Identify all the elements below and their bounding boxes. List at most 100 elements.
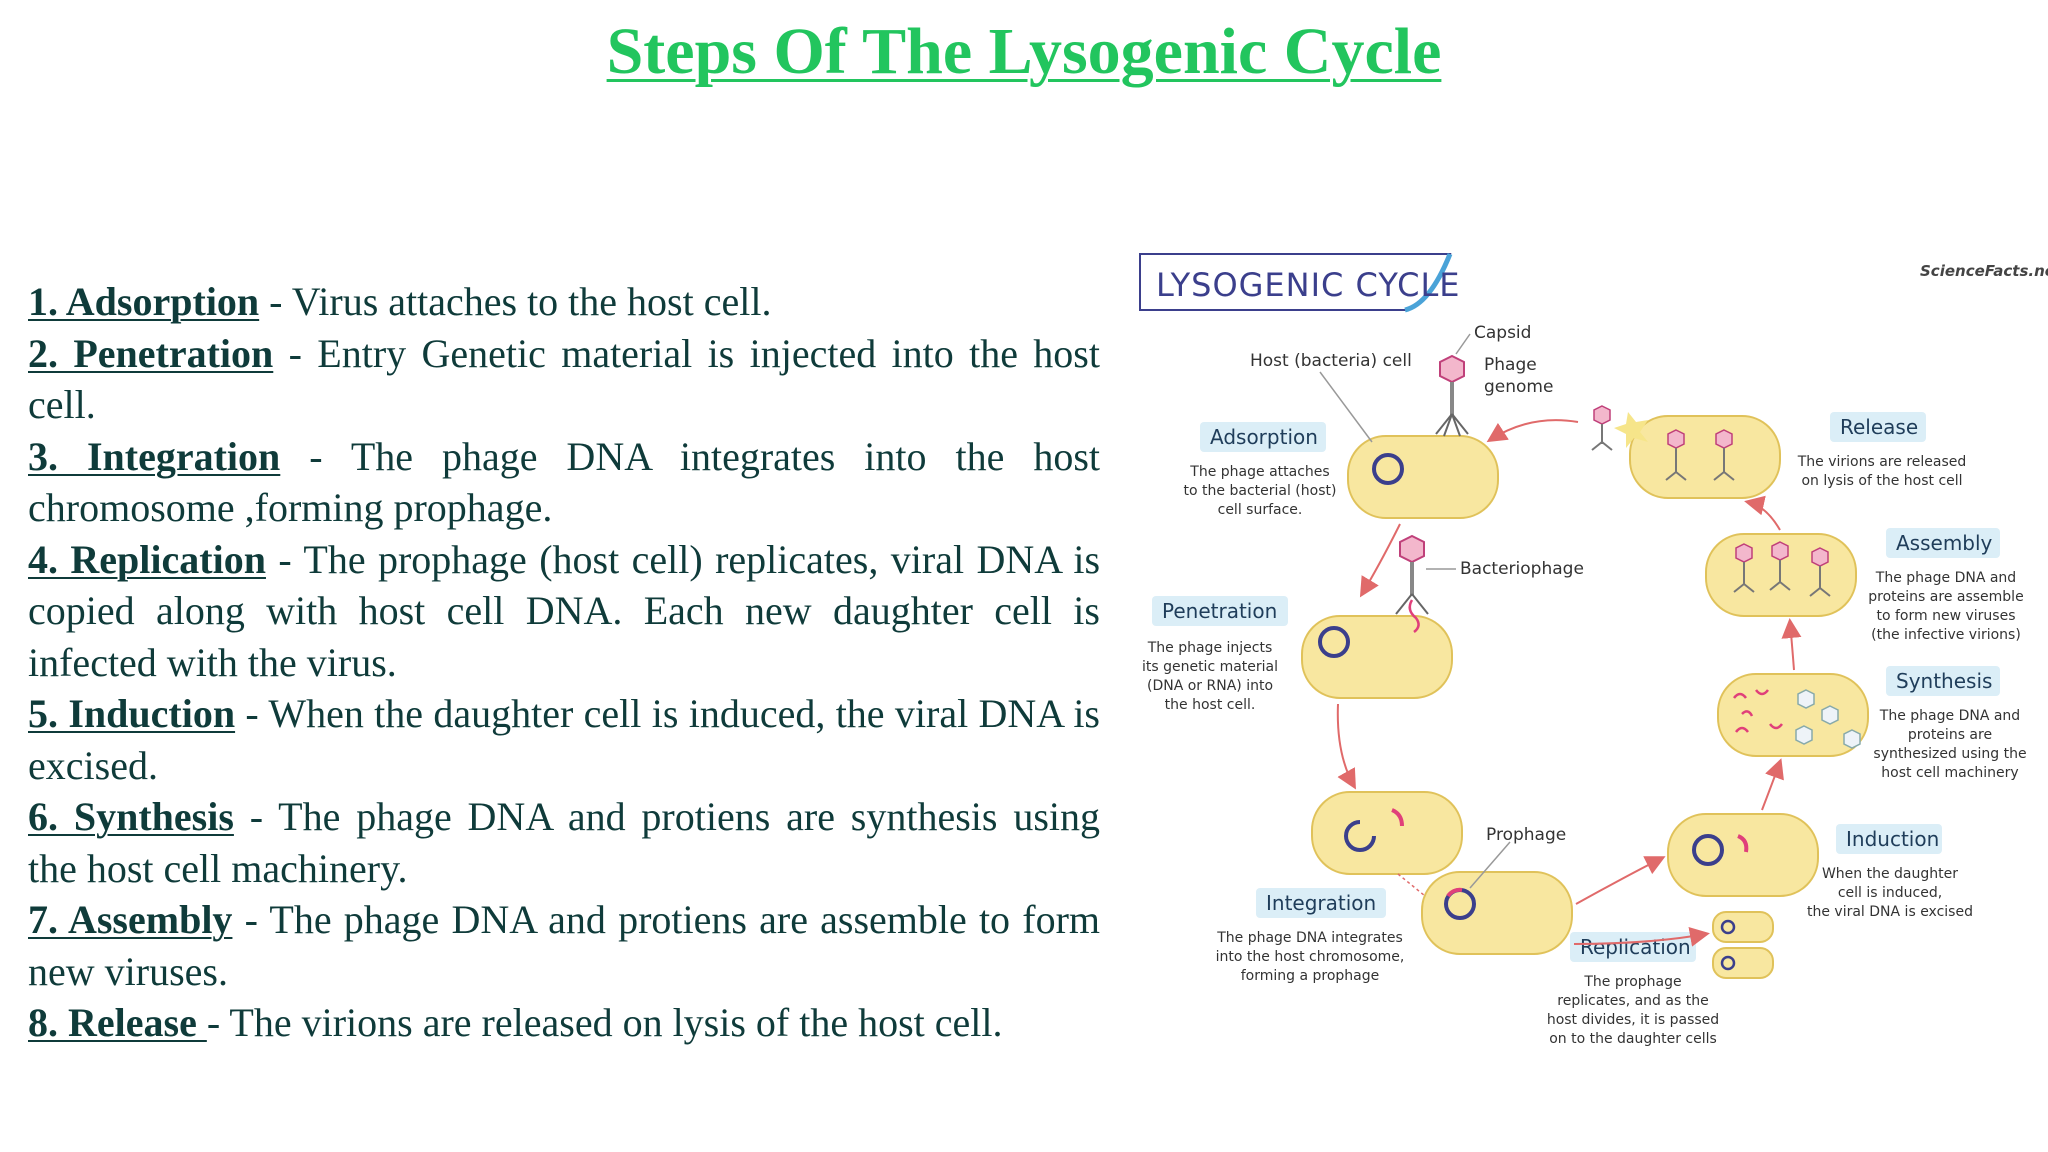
virion-icon	[1715, 429, 1733, 449]
capsid-protein-icon	[1797, 689, 1815, 709]
step-penetration: 2. Penetration - Entry Genetic material …	[28, 328, 1100, 431]
arrow-penetration-to-integration	[1336, 703, 1356, 790]
lysogenic-cycle-diagram: LYSOGENIC CYCLE ScienceFacts.net Capsid …	[1139, 253, 2048, 1047]
host-cell-label: Host (bacteria) cell	[1250, 351, 1412, 371]
step-text: - Entry Genetic material is injected int…	[28, 330, 1100, 428]
step-text: - Virus attaches to the host cell.	[259, 279, 772, 324]
arrow-release-to-adsorption	[1486, 419, 1579, 443]
step-text: - The virions are released on lysis of t…	[206, 1000, 1003, 1045]
diagram-title: LYSOGENIC CYCLE	[1156, 266, 1461, 304]
nucleoid-icon	[1720, 919, 1736, 935]
step-adsorption: 1. Adsorption - Virus attaches to the ho…	[28, 276, 1100, 328]
step-assembly: 7. Assembly - The phage DNA and protiens…	[28, 894, 1100, 997]
step-heading: 8. Release	[28, 1000, 207, 1045]
step-heading: 6. Synthesis	[28, 794, 234, 839]
bacteriophage-label: Bacteriophage	[1460, 559, 1584, 579]
penetration-cell	[1301, 615, 1453, 699]
nucleoid-icon	[1318, 626, 1350, 658]
capsid-label: Capsid	[1474, 323, 1531, 343]
step-text: - The phage DNA and protiens are assembl…	[28, 897, 1100, 994]
step-heading: 7. Assembly	[28, 897, 233, 942]
adsorption-cell	[1347, 435, 1499, 519]
lysis-burst-icon	[1614, 412, 1648, 448]
arrow-assembly-to-release	[1744, 495, 1781, 531]
nucleoid-icon	[1720, 955, 1736, 971]
released-virion-icon	[1593, 405, 1611, 425]
steps-list: 1. Adsorption - Virus attaches to the ho…	[28, 276, 1100, 1049]
dna-open-ring-icon	[1344, 820, 1376, 852]
viral-dna-icon	[1391, 808, 1404, 827]
step-heading: 4. Replication	[28, 536, 266, 582]
prophage-pointer	[1469, 841, 1511, 889]
penetration-title: Penetration	[1162, 599, 1277, 623]
adsorption-title: Adsorption	[1210, 425, 1318, 449]
release-cell	[1629, 415, 1781, 499]
assembly-badge	[1886, 528, 2000, 558]
integration-badge	[1256, 888, 1386, 918]
assembled-phage-icon	[1811, 547, 1829, 567]
capsid-protein-icon	[1843, 729, 1861, 749]
slide-title: Steps Of The Lysogenic Cycle	[606, 15, 1442, 88]
arrow-synthesis-to-assembly	[1781, 618, 1802, 671]
diagram-title-accent	[1404, 253, 1453, 313]
synthesis-title: Synthesis	[1896, 669, 1992, 693]
step-text: - The phage DNA and protiens are synthes…	[28, 794, 1100, 891]
step-text: - The phage DNA integrates into the host…	[28, 433, 1100, 531]
assembled-phage-icon	[1771, 541, 1789, 561]
capsid-protein-icon	[1821, 705, 1839, 725]
step-heading: 1. Adsorption	[28, 279, 260, 324]
induction-cell	[1667, 813, 1819, 897]
step-synthesis: 6. Synthesis - The phage DNA and protien…	[28, 791, 1100, 894]
arrow-integration-to-replication	[1573, 926, 1710, 947]
step-induction: 5. Induction - When the daughter cell is…	[28, 688, 1100, 791]
step-heading: 3. Integration	[28, 433, 281, 479]
prophage-label: Prophage	[1486, 825, 1566, 845]
virion-icon	[1667, 429, 1685, 449]
virion-tails-icon	[1665, 448, 1735, 481]
integration-dotted-link	[1397, 873, 1431, 901]
daughter-cell-1	[1712, 911, 1774, 943]
nucleoid-icon	[1692, 834, 1724, 866]
viral-dna-fragment-icon	[1733, 689, 1783, 733]
step-replication: 4. Replication - The prophage (host cell…	[28, 534, 1100, 689]
step-release: 8. Release - The virions are released on…	[28, 997, 1100, 1049]
phage-legs-icon	[1395, 593, 1429, 615]
arrow-integration-to-induction	[1575, 856, 1666, 905]
synthesis-badge	[1886, 666, 2000, 696]
released-virion-tail-icon	[1591, 424, 1613, 451]
assembled-phage-icon	[1735, 543, 1753, 563]
step-text: - The prophage (host cell) replicates, v…	[28, 536, 1101, 685]
brand-logo: ScienceFacts.net	[1920, 262, 2048, 280]
capsid-pointer	[1455, 333, 1471, 355]
integration-cell-a	[1311, 791, 1463, 875]
arrow-induction-to-synthesis	[1761, 758, 1784, 811]
phage-head-icon	[1439, 354, 1465, 384]
penetration-badge	[1152, 596, 1288, 626]
assembly-title: Assembly	[1896, 531, 1993, 555]
adsorption-badge	[1200, 422, 1326, 452]
step-text: - When the daughter cell is induced, the…	[28, 691, 1100, 788]
prophage-segment-icon	[1446, 887, 1463, 898]
release-title: Release	[1840, 415, 1918, 439]
injected-dna-icon	[1408, 599, 1420, 633]
step-integration: 3. Integration - The phage DNA integrate…	[28, 431, 1100, 534]
release-badge	[1830, 412, 1926, 442]
phage-tails-icon	[1733, 560, 1831, 597]
step-heading: 5. Induction	[28, 691, 236, 736]
excised-dna-icon	[1737, 834, 1749, 853]
synthesis-cell	[1717, 673, 1869, 757]
integration-cell-b	[1421, 871, 1573, 955]
bacteriophage-icon	[1399, 534, 1425, 564]
capsid-protein-icon	[1795, 725, 1813, 745]
arrow-adsorption-to-penetration	[1359, 523, 1401, 598]
step-heading: 2. Penetration	[28, 330, 274, 376]
nucleoid-icon	[1372, 453, 1404, 485]
